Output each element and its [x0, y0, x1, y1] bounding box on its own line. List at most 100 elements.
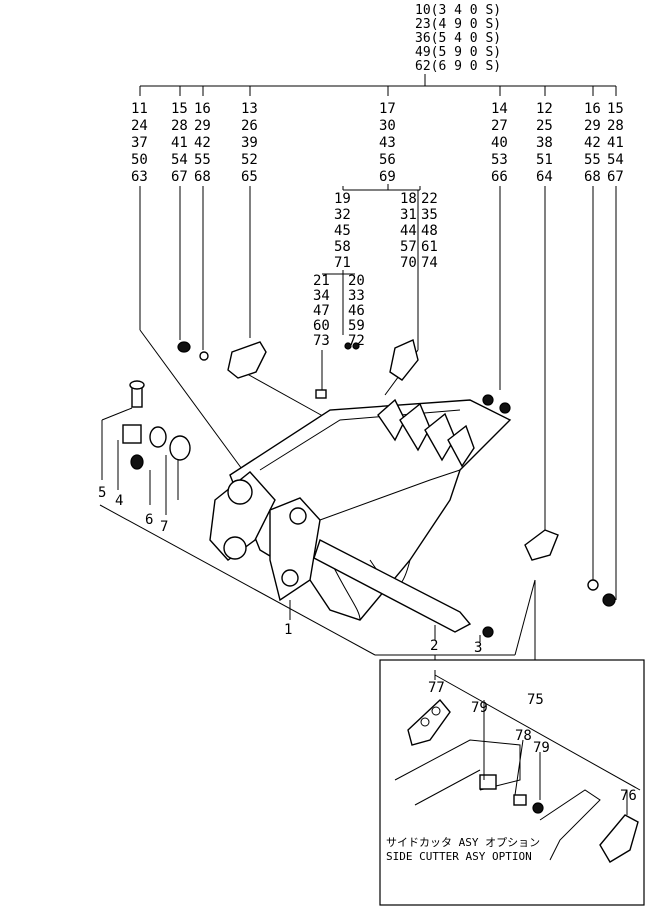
label: 27	[491, 118, 508, 134]
bucket-body	[209, 398, 512, 638]
top-bracket	[139, 74, 617, 96]
header-code-2: 23(4 9 0 S)	[415, 17, 501, 32]
label: 22	[421, 191, 438, 207]
nut-icon	[130, 454, 144, 470]
label: 33	[348, 288, 365, 304]
label: 14	[491, 101, 508, 117]
label: 25	[536, 118, 553, 134]
label: 31	[400, 207, 417, 223]
column-c3: 16 29 42 55 68	[194, 101, 211, 185]
side-plate-icon	[227, 341, 267, 379]
callout-79-b: 79	[533, 740, 550, 756]
callout-5: 5	[98, 485, 106, 501]
callout-2: 2	[430, 638, 438, 654]
label: 38	[536, 135, 553, 151]
bolt-icon	[315, 389, 327, 399]
bolt-icon	[482, 626, 494, 638]
label: 48	[421, 223, 438, 239]
bolt-icon	[513, 794, 527, 806]
inset-caption-en: SIDE CUTTER ASY OPTION	[386, 850, 532, 863]
callout-6: 6	[145, 512, 153, 528]
label: 73	[313, 333, 330, 349]
label: 18	[400, 191, 417, 207]
column-c4: 13 26 39 52 65	[241, 101, 258, 185]
label: 55	[194, 152, 211, 168]
column-t2: 20 33 46 59 72	[348, 273, 365, 349]
column-s2: 18 31 44 57 70	[400, 191, 417, 271]
inset-caption-jp: サイドカッタ ASY オプション	[386, 836, 540, 849]
tooth-icon	[447, 424, 475, 468]
label: 39	[241, 135, 258, 151]
pin-icon	[344, 342, 352, 350]
label: 37	[131, 135, 148, 151]
label: 41	[171, 135, 188, 151]
label: 51	[536, 152, 553, 168]
label: 67	[607, 169, 624, 185]
nut-icon	[532, 802, 544, 814]
label: 45	[334, 223, 351, 239]
label: 55	[584, 152, 601, 168]
label: 59	[348, 318, 365, 334]
label: 52	[241, 152, 258, 168]
label: 42	[584, 135, 601, 151]
callout-78: 78	[515, 728, 532, 744]
label: 69	[379, 169, 396, 185]
label: 42	[194, 135, 211, 151]
bottom-bracket	[99, 504, 536, 670]
column-c7: 12 25 38 51 64	[536, 101, 553, 185]
washer-icon	[587, 579, 599, 591]
pin-icon	[313, 539, 472, 633]
label: 16	[584, 101, 601, 117]
label: 44	[400, 223, 417, 239]
bolt-icon	[482, 394, 494, 406]
label: 29	[194, 118, 211, 134]
label: 20	[348, 273, 365, 289]
label: 19	[334, 191, 351, 207]
column-c6: 14 27 40 53 66	[491, 101, 508, 185]
label: 24	[131, 118, 148, 134]
callout-4: 4	[115, 493, 123, 509]
label: 68	[194, 169, 211, 185]
label: 35	[421, 207, 438, 223]
label: 11	[131, 101, 148, 117]
nut-icon	[602, 593, 616, 607]
bolt-icon	[479, 774, 497, 790]
header-codes: 10(3 4 0 S) 23(4 9 0 S) 36(5 4 0 S) 49(5…	[415, 3, 501, 74]
label: 21	[313, 273, 330, 289]
column-c9: 15 28 41 54 67	[607, 101, 624, 185]
label: 61	[421, 239, 438, 255]
label: 56	[379, 152, 396, 168]
label: 50	[131, 152, 148, 168]
callout-7: 7	[160, 519, 168, 535]
label: 30	[379, 118, 396, 134]
column-c8: 16 29 42 55 68	[584, 101, 601, 185]
small-hardware	[177, 339, 616, 607]
label: 34	[313, 288, 330, 304]
label: 64	[536, 169, 553, 185]
callout-77: 77	[428, 680, 445, 696]
label: 15	[607, 101, 624, 117]
label: 28	[171, 118, 188, 134]
label: 13	[241, 101, 258, 117]
label: 16	[194, 101, 211, 117]
label: 70	[400, 255, 417, 271]
callouts: 1 2 3 4 5 6 7	[98, 485, 482, 656]
header-code-5: 62(6 9 0 S)	[415, 59, 501, 74]
label: 43	[379, 135, 396, 151]
shim-icon	[169, 435, 191, 461]
label: 71	[334, 255, 351, 271]
label: 67	[171, 169, 188, 185]
column-s1: 19 32 45 58 71	[334, 191, 351, 271]
label: 29	[584, 118, 601, 134]
label: 40	[491, 135, 508, 151]
label: 54	[171, 152, 188, 168]
callout-1: 1	[284, 622, 292, 638]
washer-icon	[199, 351, 209, 361]
label: 72	[348, 333, 365, 349]
bushing-icon	[122, 424, 142, 444]
label: 54	[607, 152, 624, 168]
side-cutter-inset: 77 79 75 78 79 76 サイドカッタ ASY オプション SIDE …	[379, 659, 645, 906]
side-cutter-plate-icon	[599, 814, 639, 863]
